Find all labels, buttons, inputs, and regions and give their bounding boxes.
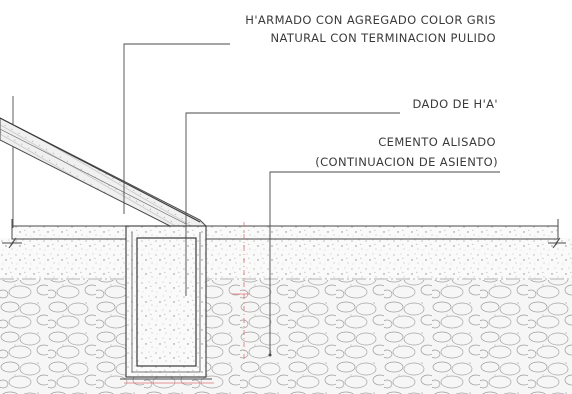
label-dado: DADO DE H'A' [413,97,499,111]
break-mark-left [2,237,22,249]
concrete-dado [125,225,207,378]
leader-cement [269,171,500,355]
break-mark-right [548,237,566,249]
leader-concrete [123,43,230,214]
leader-cement-dot [268,353,272,357]
compacted-fill-layer [0,238,572,280]
dado-rebar-cage [136,237,197,367]
seat-rebar-line [0,128,187,225]
leader-dado [185,112,400,228]
label-cement-line2: (CONTINUACION DE ASIENTO) [315,155,498,169]
label-concrete-line1: H'ARMADO CON AGREGADO COLOR GRIS [245,13,496,27]
gravel-base-layer [0,278,572,394]
label-cement-line1: CEMENTO ALISADO [378,135,496,149]
dado-rebar-hook [131,232,201,373]
label-concrete-line2: NATURAL CON TERMINACION PULIDO [271,31,496,45]
seat-top-edge [0,117,201,223]
polished-concrete-slab [11,225,559,240]
